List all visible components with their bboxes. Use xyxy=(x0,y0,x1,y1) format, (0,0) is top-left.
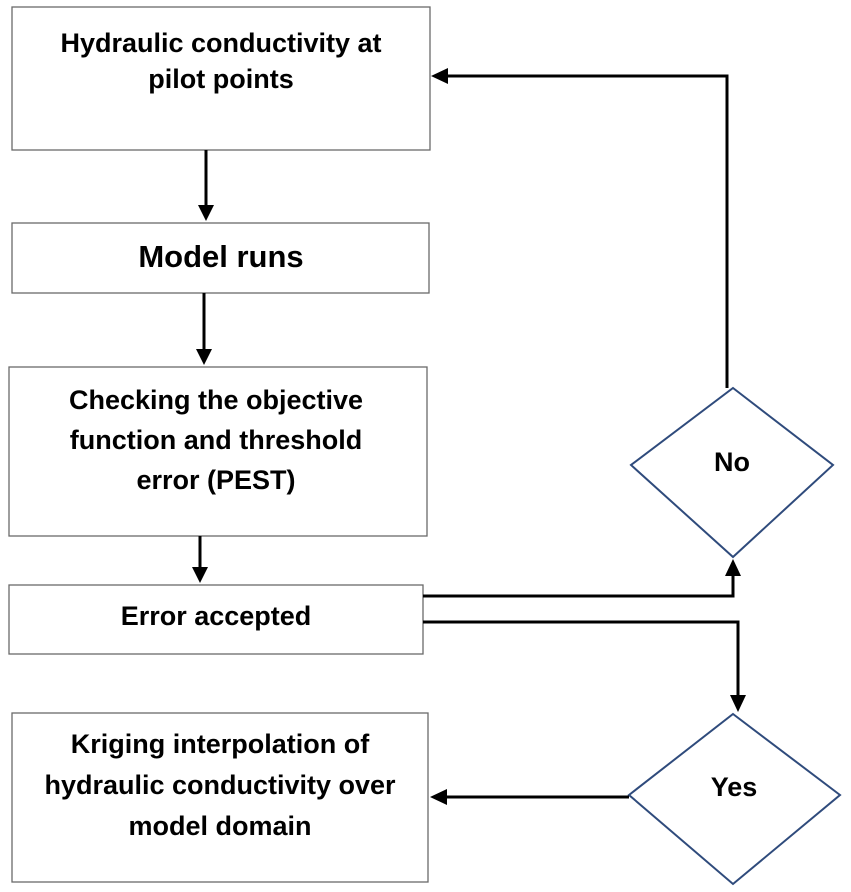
kriging-line-2: hydraulic conductivity over xyxy=(44,770,396,800)
yes-label: Yes xyxy=(711,772,758,802)
error-accepted-box xyxy=(8,584,424,655)
arrowhead-error-accepted xyxy=(192,567,208,583)
yes-decision-diamond xyxy=(627,712,842,886)
kriging-line-1: Kriging interpolation of xyxy=(71,729,370,759)
arrowhead-kriging xyxy=(430,789,447,805)
hydraulic-conductivity-line-1: Hydraulic conductivity at xyxy=(60,28,381,58)
arrowhead-hydraulic xyxy=(431,68,448,84)
arrowhead-yes xyxy=(730,695,746,712)
arrowhead-model-runs xyxy=(198,205,214,221)
no-label: No xyxy=(714,447,750,477)
checking-objective-line-1: Checking the objective xyxy=(69,385,363,415)
no-decision-diamond xyxy=(629,386,835,559)
connector-no-to-hydraulic xyxy=(446,74,729,388)
arrowhead-checking xyxy=(196,349,212,365)
connector-error-to-yes xyxy=(423,620,740,697)
checking-objective-line-3: error (PEST) xyxy=(136,465,295,495)
hydraulic-conductivity-line-2: pilot points xyxy=(148,64,293,94)
arrowhead-no xyxy=(725,559,741,576)
checking-objective-line-2: function and threshold xyxy=(70,425,362,455)
kriging-line-3: model domain xyxy=(128,811,311,841)
kriging-interpolation-box xyxy=(11,712,429,883)
model-runs-label: Model runs xyxy=(138,239,303,274)
hydraulic-conductivity-box xyxy=(11,6,431,151)
checking-objective-box xyxy=(8,366,428,537)
connector-error-to-no xyxy=(423,574,735,598)
model-runs-box xyxy=(11,222,430,294)
error-accepted-label: Error accepted xyxy=(121,601,312,631)
